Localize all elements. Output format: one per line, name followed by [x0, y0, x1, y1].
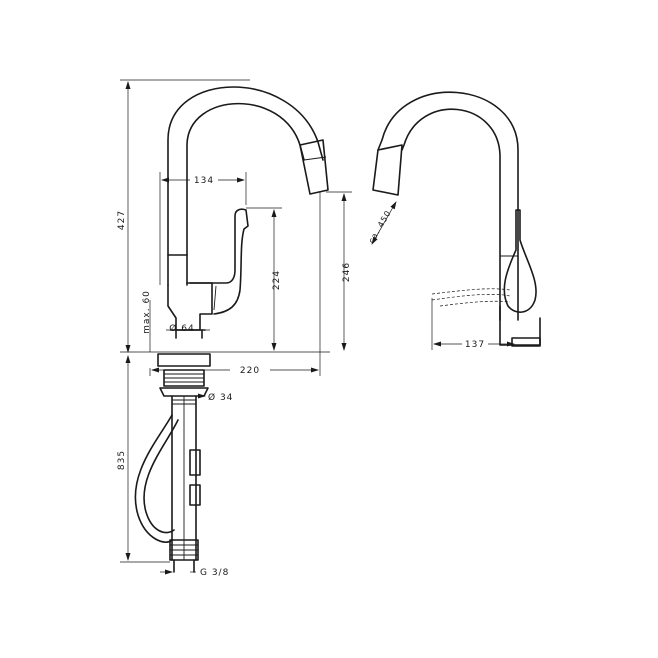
side-base — [499, 305, 541, 346]
label-hose-length: 835 — [117, 450, 127, 470]
deck-plate — [157, 353, 211, 367]
label-side-reach: 137 — [465, 340, 485, 350]
lever-handle — [189, 208, 249, 315]
dimension-lines — [120, 79, 515, 575]
label-connection: G 3/8 — [200, 568, 229, 578]
pullout-hose — [134, 414, 173, 543]
side-lever — [503, 209, 537, 313]
spout-inner-outline — [186, 102, 305, 286]
side-spout-inner — [401, 108, 501, 321]
label-pullout-length: ca. 450 — [367, 209, 393, 245]
label-outlet-height: 246 — [342, 262, 352, 282]
label-spout-reach: 134 — [194, 176, 214, 186]
front-view-faucet — [134, 86, 329, 573]
side-view-faucet — [372, 91, 541, 347]
label-hole-diameter: Ø 34 — [208, 392, 233, 403]
label-base-reach: 220 — [240, 366, 260, 376]
spray-head — [299, 139, 329, 195]
threaded-shank — [171, 395, 197, 561]
side-spray-head — [372, 144, 403, 196]
label-max-deck: max. 60 — [142, 290, 152, 334]
spray-pattern — [431, 288, 511, 307]
label-base-diameter: Ø 64 — [169, 323, 194, 334]
spout-outer-outline — [167, 86, 324, 286]
label-total-height: 427 — [117, 210, 127, 230]
hose-weight — [189, 449, 201, 506]
side-spout-outer — [377, 91, 519, 321]
label-lever-height: 224 — [272, 270, 282, 290]
faucet-body — [167, 254, 213, 331]
connection-fittings — [169, 539, 199, 561]
